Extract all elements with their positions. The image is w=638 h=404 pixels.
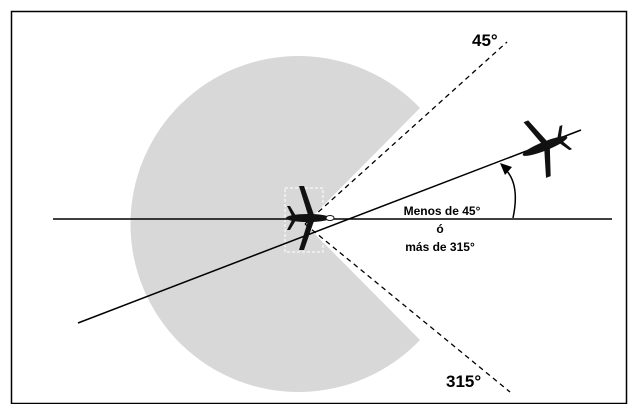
angle-arc [505, 169, 517, 219]
shaded-sector [130, 56, 421, 393]
angle-label-45: 45° [472, 31, 498, 50]
angle-arrowhead [500, 163, 512, 175]
airplane-icon [286, 186, 335, 250]
bearing-line [77, 129, 582, 324]
condition-line-1: Menos de 45° [403, 204, 481, 218]
condition-line-3: más de 315° [405, 240, 475, 254]
airplane-icon [522, 120, 573, 178]
angle-label-315: 315° [446, 372, 482, 391]
condition-line-2: ó [436, 222, 444, 236]
limit-line-315 [304, 223, 511, 393]
limit-line-45 [304, 41, 508, 225]
